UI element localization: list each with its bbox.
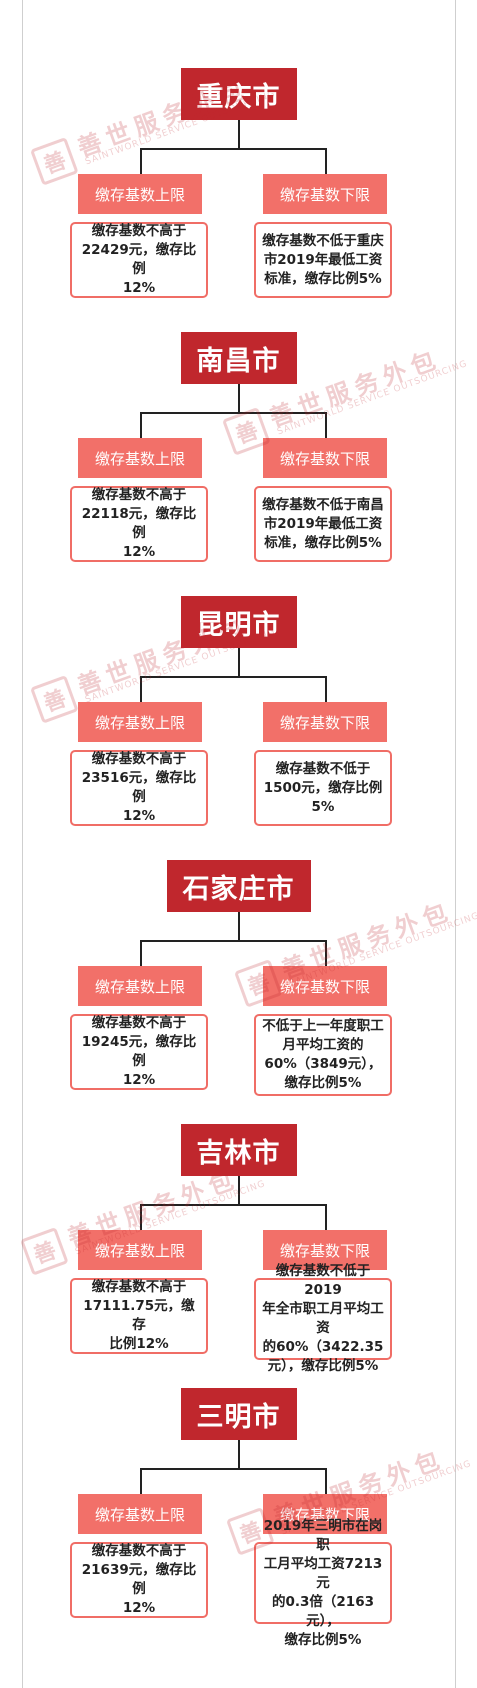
connector-bar — [140, 1204, 326, 1206]
upper-limit-box: 缴存基数不高于 22429元，缴存比例 12% — [70, 222, 208, 298]
upper-limit-tag: 缴存基数上限 — [78, 702, 202, 742]
lower-limit-tag: 缴存基数下限 — [263, 174, 387, 214]
upper-limit-tag: 缴存基数上限 — [78, 966, 202, 1006]
connector-right — [325, 148, 327, 174]
connector-stem — [238, 648, 240, 676]
city-section-jilin: 吉林市 缴存基数上限 缴存基数下限 缴存基数不高于 17111.75元，缴存 比… — [0, 1124, 477, 1384]
connector-right — [325, 1204, 327, 1230]
city-header: 三明市 — [180, 1388, 297, 1440]
connector-stem — [238, 1440, 240, 1468]
city-section-chongqing: 重庆市 缴存基数上限 缴存基数下限 缴存基数不高于 22429元，缴存比例 12… — [0, 68, 477, 328]
lower-limit-box: 缴存基数不低于重庆 市2019年最低工资 标准，缴存比例5% — [254, 222, 392, 298]
lower-limit-box: 缴存基数不低于 1500元，缴存比例 5% — [254, 750, 392, 826]
connector-left — [140, 412, 142, 438]
left-border-line — [22, 0, 23, 1688]
upper-limit-box: 缴存基数不高于 23516元，缴存比例 12% — [70, 750, 208, 826]
connector-left — [140, 940, 142, 966]
city-section-shijiazhuang: 石家庄市 缴存基数上限 缴存基数下限 缴存基数不高于 19245元，缴存比例 1… — [0, 860, 477, 1120]
lower-limit-box: 缴存基数不低于2019 年全市职工月平均工资 的60%（3422.35 元），缴… — [254, 1263, 392, 1374]
connector-stem — [238, 912, 240, 940]
connector-bar — [140, 940, 326, 942]
connector-right — [325, 940, 327, 966]
connector-right — [325, 676, 327, 702]
connector-right — [325, 1468, 327, 1494]
city-section-nanchang: 南昌市 缴存基数上限 缴存基数下限 缴存基数不高于 22118元，缴存比例 12… — [0, 332, 477, 592]
lower-limit-tag: 缴存基数下限 — [263, 702, 387, 742]
city-header: 昆明市 — [180, 596, 297, 648]
city-section-kunming: 昆明市 缴存基数上限 缴存基数下限 缴存基数不高于 23516元，缴存比例 12… — [0, 596, 477, 856]
connector-bar — [140, 148, 326, 150]
connector-right — [325, 412, 327, 438]
city-header: 南昌市 — [180, 332, 297, 384]
upper-limit-tag: 缴存基数上限 — [78, 174, 202, 214]
connector-stem — [238, 1176, 240, 1204]
upper-limit-box: 缴存基数不高于 19245元，缴存比例 12% — [70, 1014, 208, 1090]
upper-limit-tag: 缴存基数上限 — [78, 438, 202, 478]
connector-bar — [140, 412, 326, 414]
upper-limit-box: 缴存基数不高于 22118元，缴存比例 12% — [70, 486, 208, 562]
lower-limit-box: 不低于上一年度职工 月平均工资的 60%（3849元）， 缴存比例5% — [254, 1014, 392, 1096]
lower-limit-tag: 缴存基数下限 — [263, 1494, 387, 1534]
upper-limit-tag: 缴存基数上限 — [78, 1230, 202, 1270]
connector-stem — [238, 384, 240, 412]
lower-limit-tag: 缴存基数下限 — [263, 438, 387, 478]
right-border-line — [455, 0, 456, 1688]
lower-limit-box: 2019年三明市在岗职 工月平均工资7213元 的0.3倍（2163元）， 缴存… — [254, 1518, 392, 1648]
upper-limit-tag: 缴存基数上限 — [78, 1494, 202, 1534]
city-section-sanming: 三明市 缴存基数上限 缴存基数下限 缴存基数不高于 21639元，缴存比例 12… — [0, 1388, 477, 1648]
lower-limit-box: 缴存基数不低于南昌 市2019年最低工资 标准，缴存比例5% — [254, 486, 392, 562]
lower-limit-tag: 缴存基数下限 — [263, 1230, 387, 1270]
connector-left — [140, 676, 142, 702]
city-header: 石家庄市 — [166, 860, 311, 912]
connector-bar — [140, 1468, 326, 1470]
connector-left — [140, 1468, 142, 1494]
lower-limit-tag: 缴存基数下限 — [263, 966, 387, 1006]
city-header: 重庆市 — [180, 68, 297, 120]
connector-left — [140, 1204, 142, 1230]
connector-stem — [238, 120, 240, 148]
city-header: 吉林市 — [180, 1124, 297, 1176]
connector-bar — [140, 676, 326, 678]
connector-left — [140, 148, 142, 174]
upper-limit-box: 缴存基数不高于 17111.75元，缴存 比例12% — [70, 1278, 208, 1354]
upper-limit-box: 缴存基数不高于 21639元，缴存比例 12% — [70, 1542, 208, 1618]
